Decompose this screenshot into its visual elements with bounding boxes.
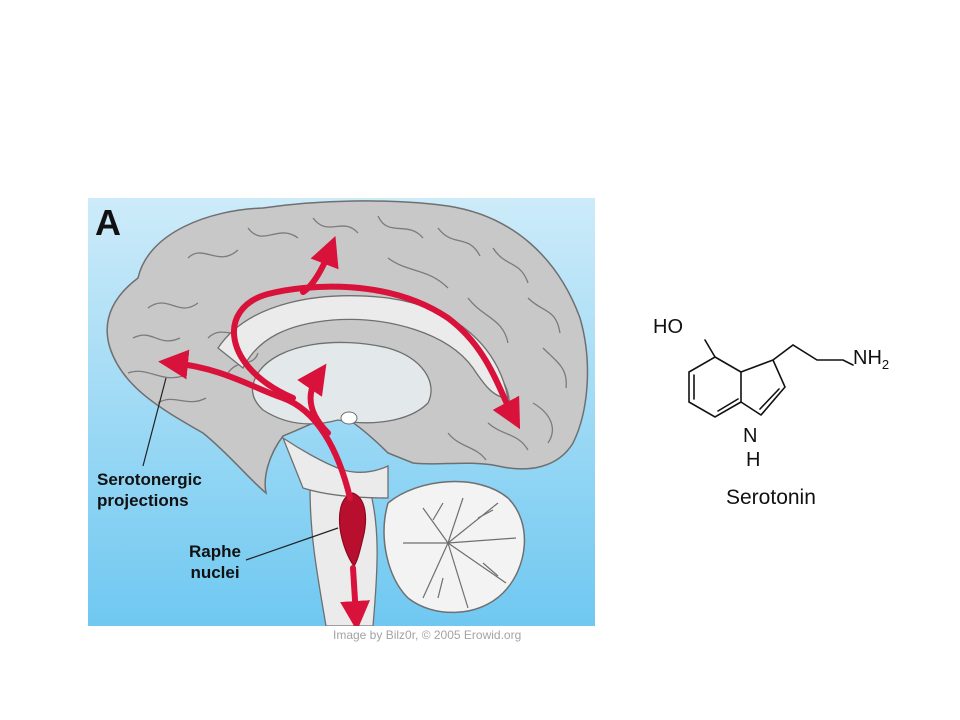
serotonergic-arrows bbox=[158, 236, 521, 626]
amine-label: NH2 bbox=[853, 347, 889, 372]
amine-text: NH bbox=[853, 347, 882, 369]
serotonergic-projections-label: Serotonergic projections bbox=[97, 469, 202, 511]
panel-letter: A bbox=[95, 202, 121, 243]
raphe-label-line1: Raphe bbox=[189, 542, 241, 561]
projections-label-line1: Serotonergic bbox=[97, 470, 202, 489]
projections-label-line2: projections bbox=[97, 491, 189, 510]
hydroxyl-label: HO bbox=[653, 316, 683, 338]
amine-subscript: 2 bbox=[881, 357, 890, 372]
brain-illustration bbox=[88, 198, 595, 626]
corpus-callosum bbox=[217, 295, 509, 399]
molecule-bonds bbox=[688, 339, 854, 418]
brain-diagram: A Serotonergic projections Raphe nuclei bbox=[88, 198, 595, 626]
ring-hydrogen-label: H bbox=[746, 449, 761, 471]
leader-lines bbox=[142, 377, 339, 561]
image-credit: Image by Bilz0r, © 2005 Erowid.org bbox=[333, 628, 522, 642]
raphe-nuclei-label: Raphe nuclei bbox=[175, 541, 255, 583]
ring-nitrogen-label: N bbox=[743, 425, 758, 447]
cerebellum bbox=[383, 480, 526, 614]
thalamus bbox=[251, 341, 432, 425]
molecule-name: Serotonin bbox=[726, 486, 816, 509]
serotonin-structure: HO NH2 N H Serotonin bbox=[645, 305, 915, 520]
raphe-label-line2: nuclei bbox=[190, 563, 240, 582]
